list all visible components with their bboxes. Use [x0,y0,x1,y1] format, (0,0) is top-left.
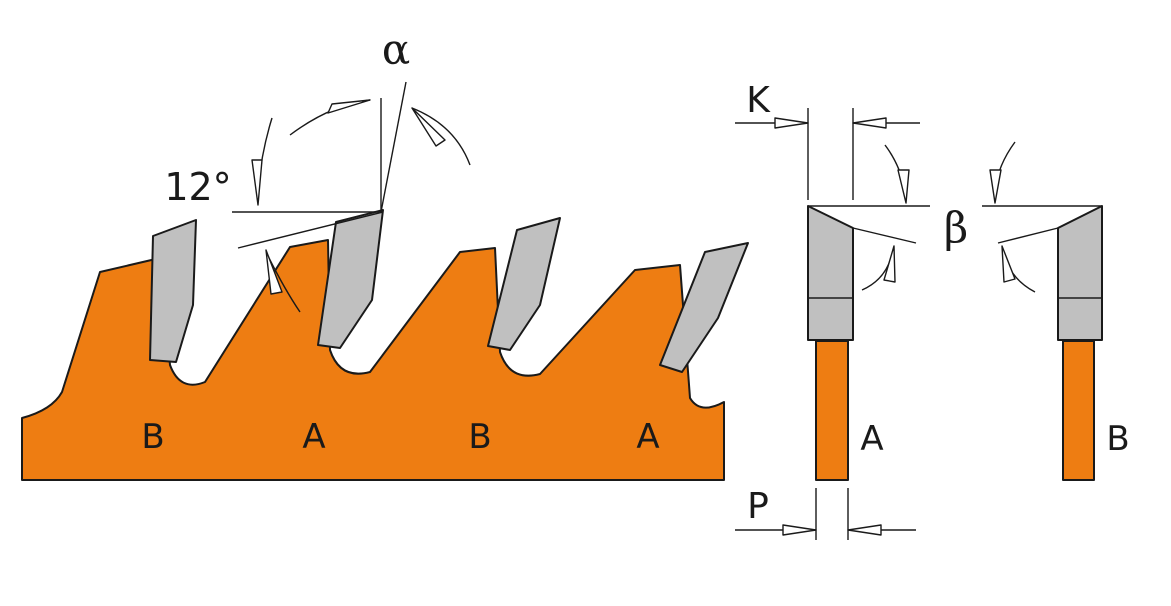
beta-b-bevel-line [997,227,1059,244]
tooth-3-tip [487,217,561,351]
profile-b-label: B [1106,419,1129,459]
tooth-4-tip [659,242,749,373]
profile-b-body [1062,340,1095,481]
alpha-arc-left [289,99,371,136]
angle-12-arrow-top [251,159,263,206]
profile-a-tooth [807,205,854,341]
beta-a-arrow-top [897,169,910,204]
profile-a-label: A [860,419,883,459]
k-label: K [746,80,771,121]
alpha-rake-line [380,81,407,213]
p-arrow-right [847,524,882,536]
alpha-arc-right [411,107,471,166]
tooth-2-tip [317,209,384,349]
beta-a-arrow-bottom [883,245,896,283]
p-label: P [747,486,769,527]
k-arrow-right [852,117,887,129]
beta-b-arrow-top [989,169,1002,204]
tooth-1-tip [149,219,197,363]
angle-12-arrow-bottom [265,249,283,295]
alpha-arrow-right [411,107,446,147]
alpha-arrow-left [327,99,371,114]
alpha-symbol: α [382,25,410,74]
p-arrow-left [782,524,817,536]
beta-a-bevel-line [852,227,917,244]
tooth-label-1: B [141,417,164,457]
beta-b-arrow-bottom [1001,245,1016,283]
profile-a-body [815,340,849,481]
k-arrow-left [774,117,809,129]
tooth-label-4: A [636,417,659,457]
tooth-label-2: A [302,417,325,457]
tooth-label-3: B [468,417,491,457]
saw-blade-body [21,239,725,481]
angle-12-clearance-line [237,211,384,249]
profile-b-tooth [1057,205,1103,341]
beta-symbol: β [944,203,968,252]
angle-12-label: 12° [164,165,231,209]
